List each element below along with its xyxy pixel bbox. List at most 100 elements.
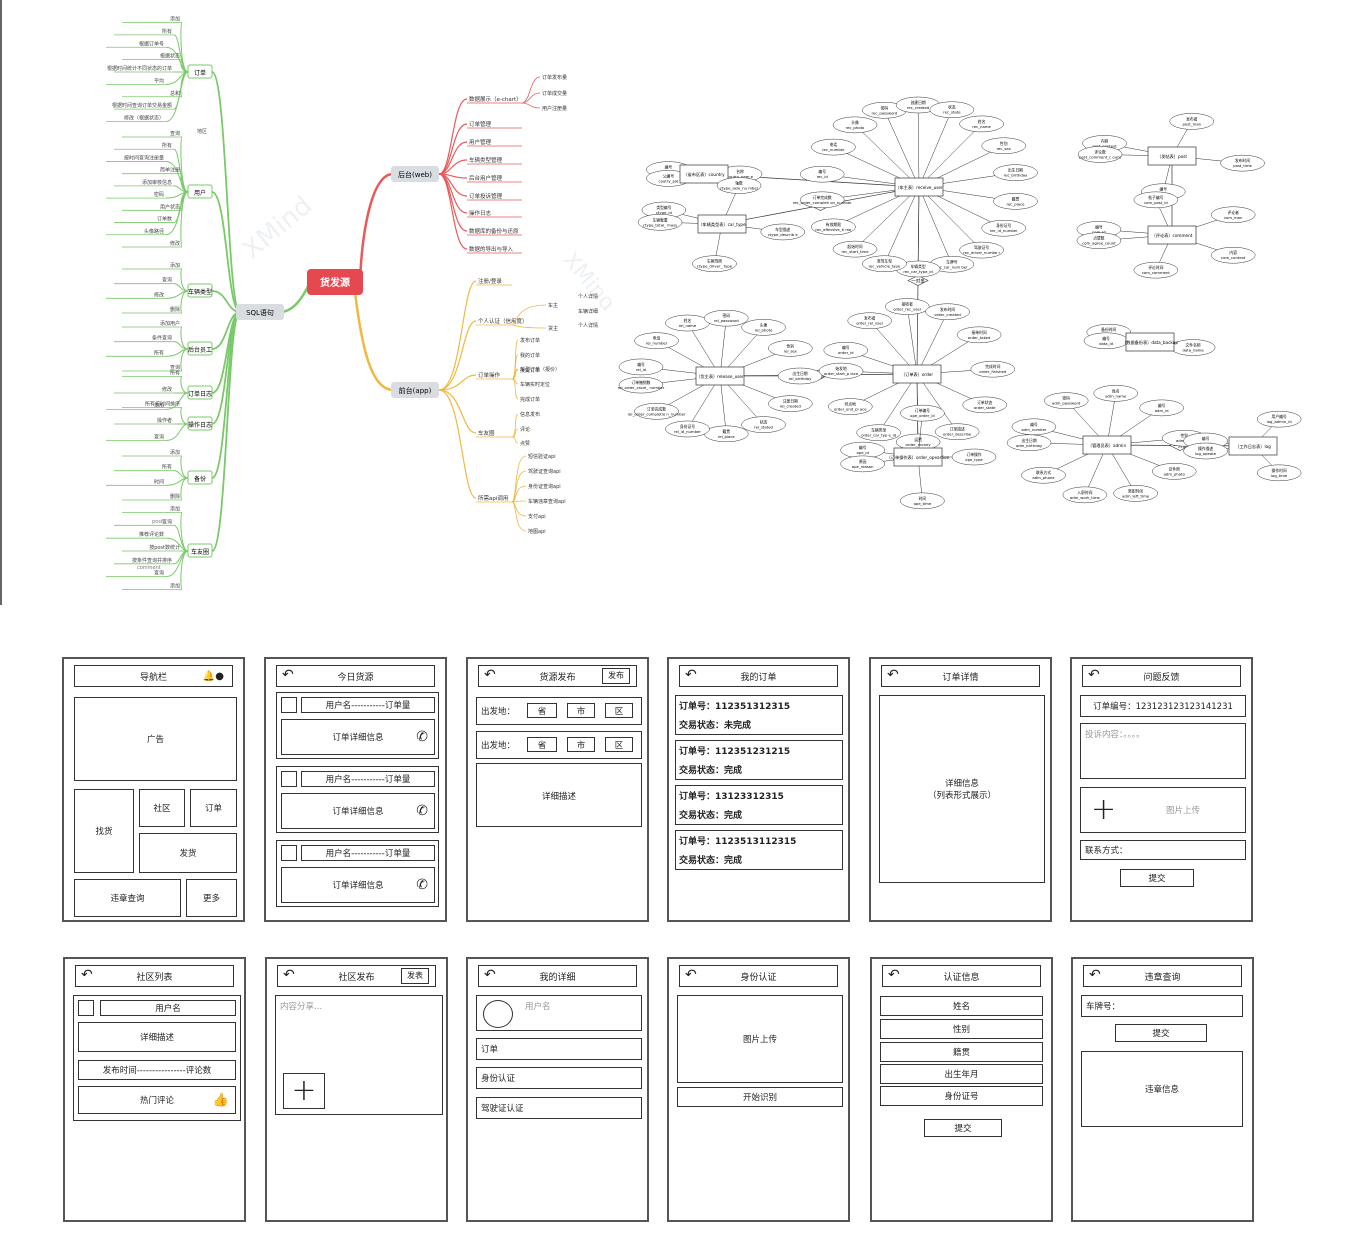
ship-button[interactable]: 发货 bbox=[139, 833, 237, 873]
submit-button[interactable]: 提交 bbox=[924, 1119, 1002, 1137]
er-attribute-label: 离职时间 bbox=[1128, 488, 1143, 493]
er-attribute-label: 完成时间 bbox=[985, 364, 1000, 369]
back-icon[interactable]: ↶ bbox=[81, 967, 93, 983]
complaint-textarea[interactable]: 投诉内容：。。。。 bbox=[1080, 723, 1246, 779]
er-attribute bbox=[741, 416, 786, 433]
mindmap-branch bbox=[180, 512, 189, 552]
district-select[interactable]: 区 bbox=[605, 737, 633, 752]
er-entity-label: （货主表）release_user bbox=[696, 373, 744, 380]
back-icon[interactable]: ↶ bbox=[282, 667, 294, 683]
detail-textarea[interactable]: 详细描述 bbox=[476, 763, 642, 827]
hometown-field[interactable]: 籍贯 bbox=[880, 1042, 1043, 1062]
er-attribute-label: 接单时间 bbox=[972, 330, 987, 335]
er-attribute bbox=[1043, 392, 1089, 409]
submit-button[interactable]: 提交 bbox=[1115, 1024, 1207, 1042]
er-attribute bbox=[634, 332, 679, 349]
violation-query-button[interactable]: 违章查询 bbox=[74, 879, 181, 917]
phone-icon[interactable]: ✆ bbox=[416, 729, 428, 745]
mindmap-leaf: 个人认证（信用度） bbox=[478, 317, 528, 325]
mindmap-leaf: 车主 bbox=[548, 302, 558, 309]
mindmap-leaf: 货主 bbox=[548, 325, 558, 332]
find-goods-button[interactable]: 找货 bbox=[74, 789, 134, 873]
submit-button[interactable]: 提交 bbox=[1120, 869, 1194, 887]
id-number-field[interactable]: 身份证号 bbox=[880, 1086, 1043, 1106]
goods-card[interactable]: 用户名-----------订单量 订单详细信息✆ bbox=[276, 692, 439, 759]
goods-card[interactable]: 用户名-----------订单量 订单详细信息✆ bbox=[276, 840, 439, 907]
mindmap-leaf: 添加用户 bbox=[160, 320, 180, 327]
thumbs-up-icon[interactable]: 👍 bbox=[212, 1092, 229, 1108]
start-recognition-button[interactable]: 开始识别 bbox=[677, 1087, 843, 1107]
back-icon[interactable]: ↶ bbox=[685, 667, 697, 683]
er-attribute bbox=[1220, 154, 1265, 172]
er-attribute bbox=[832, 240, 878, 258]
order-number-field[interactable]: 订单编号：123123123123141231 bbox=[1080, 695, 1246, 717]
district-select[interactable]: 区 bbox=[605, 703, 633, 718]
er-entity bbox=[695, 366, 745, 386]
er-entity bbox=[1228, 436, 1278, 456]
er-attribute-label: 头像 bbox=[851, 120, 859, 125]
license-auth-item[interactable]: 驾驶证认证 bbox=[476, 1097, 642, 1119]
back-icon[interactable]: ↶ bbox=[283, 967, 295, 983]
phone-icon[interactable]: ✆ bbox=[416, 877, 428, 893]
plate-number-field[interactable]: 车牌号： bbox=[1081, 995, 1243, 1017]
back-icon[interactable]: ↶ bbox=[1088, 667, 1100, 683]
hot-comment[interactable]: 热门评论👍 bbox=[78, 1086, 236, 1114]
wireframe-feedback: ↶问题反馈 订单编号：123123123123141231 投诉内容：。。。。 … bbox=[1070, 657, 1253, 922]
mindmap-leaf: 推荐评论数 bbox=[139, 531, 164, 538]
back-icon[interactable]: ↶ bbox=[1089, 967, 1101, 983]
mindmap-leaf: 所有 bbox=[162, 142, 172, 149]
community-button[interactable]: 社区 bbox=[139, 789, 185, 827]
er-attribute-label: 订单撤销数 bbox=[631, 380, 650, 385]
goods-card[interactable]: 用户名-----------订单量 订单详细信息✆ bbox=[276, 766, 439, 833]
gender-field[interactable]: 性别 bbox=[880, 1019, 1043, 1039]
back-icon[interactable]: ↶ bbox=[484, 967, 496, 983]
er-attribute-label: ope_id bbox=[856, 450, 869, 455]
back-icon[interactable]: ↶ bbox=[685, 967, 697, 983]
mindmap-leaf: 操作者 bbox=[157, 417, 172, 424]
publish-button[interactable]: 发布 bbox=[602, 668, 630, 684]
birth-field[interactable]: 出生年月 bbox=[880, 1064, 1043, 1084]
mindmap-branch bbox=[353, 291, 394, 392]
add-image-button[interactable]: + bbox=[283, 1073, 325, 1109]
mindmap-branch bbox=[511, 378, 519, 400]
post-button[interactable]: 发表 bbox=[401, 968, 429, 984]
er-attribute-label: com_post_id bbox=[1144, 200, 1168, 205]
name-field[interactable]: 姓名 bbox=[880, 996, 1043, 1016]
province-select[interactable]: 省 bbox=[527, 703, 557, 718]
er-attribute bbox=[716, 177, 762, 194]
image-upload-area[interactable]: 图片上传 bbox=[677, 995, 843, 1083]
er-attribute bbox=[1077, 146, 1123, 163]
post-card[interactable]: 用户名 详细描述 发布时间----------------评论数 热门评论👍 bbox=[73, 995, 241, 1121]
content-textarea[interactable]: 内容分享... bbox=[275, 995, 443, 1115]
province-select[interactable]: 省 bbox=[527, 737, 557, 752]
back-icon[interactable]: ↶ bbox=[887, 667, 899, 683]
phone-icon[interactable]: ✆ bbox=[416, 803, 428, 819]
id-auth-item[interactable]: 身份认证 bbox=[476, 1067, 642, 1089]
image-upload[interactable]: +图片上传 bbox=[1080, 787, 1246, 833]
watermark-text: XMind bbox=[557, 248, 612, 316]
er-entity bbox=[893, 447, 943, 467]
er-attribute-label: ctype_driver_ type bbox=[697, 264, 733, 269]
contact-field[interactable]: 联系方式： bbox=[1080, 840, 1246, 860]
er-attribute-label: log_admin_id bbox=[1267, 419, 1293, 424]
my-orders-item[interactable]: 订单 bbox=[476, 1038, 642, 1060]
er-attribute bbox=[959, 241, 1004, 259]
wireframe-violation-query: ↶违章查询 车牌号： 提交 违章信息 bbox=[1071, 957, 1254, 1222]
er-attribute bbox=[1133, 191, 1179, 209]
bell-user-icon[interactable]: 🔔● bbox=[202, 670, 224, 682]
order-button[interactable]: 订单 bbox=[190, 789, 237, 827]
more-button[interactable]: 更多 bbox=[186, 879, 237, 917]
back-icon[interactable]: ↶ bbox=[888, 967, 900, 983]
er-attribute-label: 起始时间 bbox=[847, 244, 862, 249]
back-icon[interactable]: ↶ bbox=[484, 667, 496, 683]
profile-header[interactable]: 用户名 bbox=[476, 995, 642, 1031]
city-select[interactable]: 市 bbox=[567, 737, 595, 752]
er-attr-line bbox=[854, 186, 920, 250]
city-select[interactable]: 市 bbox=[567, 703, 595, 718]
ad-banner[interactable]: 广告 bbox=[74, 697, 237, 781]
